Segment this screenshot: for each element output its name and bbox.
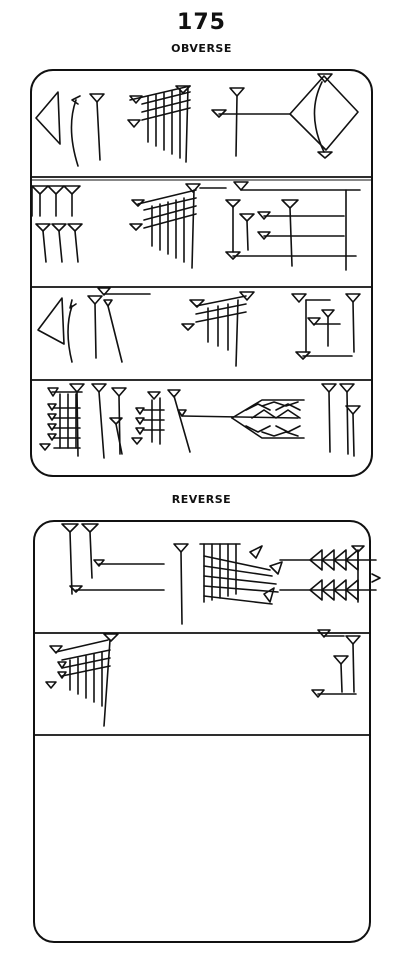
obverse-line-4-signs [39,383,361,459]
obverse-label: OBVERSE [171,42,232,55]
obverse-line-3-signs [37,287,361,367]
reverse-tablet-outline [33,520,371,943]
obverse-line-2-signs [31,181,361,271]
obverse-tablet-outline [30,69,373,477]
obverse-line-1-signs [35,73,359,167]
reverse-label: REVERSE [171,493,232,506]
reverse-line-2-signs [45,629,361,727]
reverse-line-1-signs [61,523,381,625]
plate-number: 175 [177,10,226,35]
